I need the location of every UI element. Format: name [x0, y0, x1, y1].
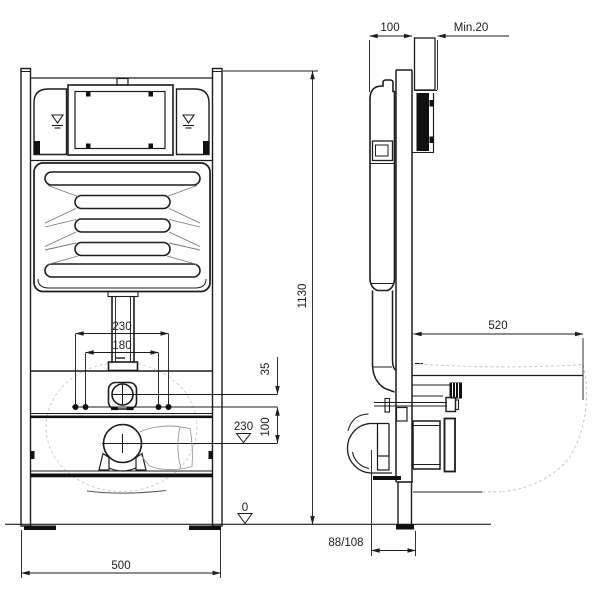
- dim-bowl-depth: [413, 331, 584, 400]
- inlet-bend-outline: [139, 425, 193, 471]
- fixing-bolts: [72, 399, 278, 410]
- post-clip-right: [208, 451, 213, 459]
- side-brackets: [33, 88, 210, 156]
- level-triangle-230: [235, 433, 252, 444]
- bottom-rail: [30, 473, 213, 478]
- bowl-outline-dashed-front: [45, 362, 198, 492]
- label-waste-height: 230: [234, 421, 253, 433]
- wc-outlet-connector: [412, 417, 456, 473]
- frame-post-side: [395, 69, 413, 482]
- side-view: [346, 37, 587, 530]
- dim-frame-width: [21, 530, 221, 578]
- bowl-bottom-curve: [86, 489, 167, 494]
- label-fixing-inner: 180: [112, 340, 131, 352]
- dim-fixing: [75, 331, 169, 404]
- label-bowl-depth: 520: [488, 320, 507, 332]
- frame-posts-front: [20, 67, 223, 527]
- wall-bracket: [374, 374, 583, 413]
- wall-section: [411, 37, 437, 153]
- water-level-symbol-left: [50, 114, 65, 129]
- post-clip-left: [30, 451, 35, 459]
- label-frame-width: 500: [111, 560, 130, 572]
- label-waste-drop: 100: [260, 417, 272, 436]
- drain-elbow-side: [346, 406, 408, 480]
- cistern-ribs: [44, 171, 201, 278]
- dim-outlet-offset: [371, 450, 416, 556]
- flush-elbow-front: [107, 381, 138, 411]
- label-outlet-offset: 88/108: [328, 537, 363, 549]
- cistern-side: [369, 79, 396, 292]
- bowl-side-profile: [413, 362, 587, 493]
- level-triangle-0: [237, 513, 253, 525]
- label-floor-level: 0: [242, 502, 248, 514]
- rib-connectors: [44, 185, 201, 265]
- label-wall-min: Min.20: [454, 22, 489, 34]
- foot-left: [24, 525, 56, 530]
- dim-frame-depth: [369, 33, 413, 92]
- foot-right: [189, 525, 221, 530]
- dim-frame-height: [223, 70, 318, 525]
- dim-wall-min: [437, 33, 509, 90]
- water-level-symbol-right: [181, 114, 196, 129]
- label-flush-offset: 35: [260, 363, 272, 376]
- label-fixing-outer: 230: [112, 321, 131, 333]
- cistern: [33, 162, 211, 293]
- flush-plate: [67, 84, 174, 156]
- dimensions: [21, 33, 584, 578]
- label-frame-height: 1130: [297, 284, 309, 309]
- front-view: [20, 67, 278, 530]
- label-frame-depth: 100: [380, 22, 399, 34]
- flush-pipe-side: [371, 290, 397, 393]
- plate-tab: [116, 77, 129, 86]
- foot-side: [396, 481, 414, 530]
- dimension-labels: 100 Min.20 1130 520 230 180 35 100 230 0…: [111, 22, 507, 572]
